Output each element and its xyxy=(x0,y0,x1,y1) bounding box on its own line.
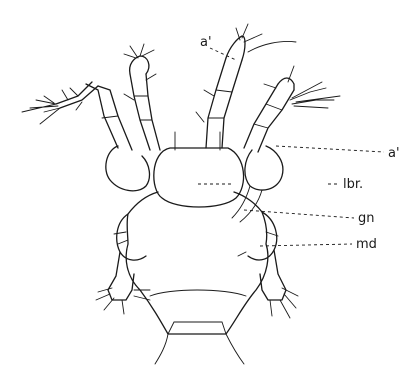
carapace xyxy=(126,192,268,364)
setae xyxy=(114,232,278,244)
first-antenna-left xyxy=(124,44,160,150)
label-antenna-right: a' xyxy=(276,146,400,161)
mandible-left xyxy=(96,214,150,314)
label-gn: gn xyxy=(358,211,375,226)
label-lbr: lbr. xyxy=(343,177,363,192)
label-md: md xyxy=(356,237,377,252)
label-mandible: md xyxy=(260,237,377,252)
gnathobase xyxy=(232,186,262,222)
labrum xyxy=(154,132,244,207)
label-a-prime-right: a' xyxy=(388,146,400,161)
second-antenna-right xyxy=(244,66,340,190)
label-a-prime-top: a' xyxy=(200,35,212,50)
